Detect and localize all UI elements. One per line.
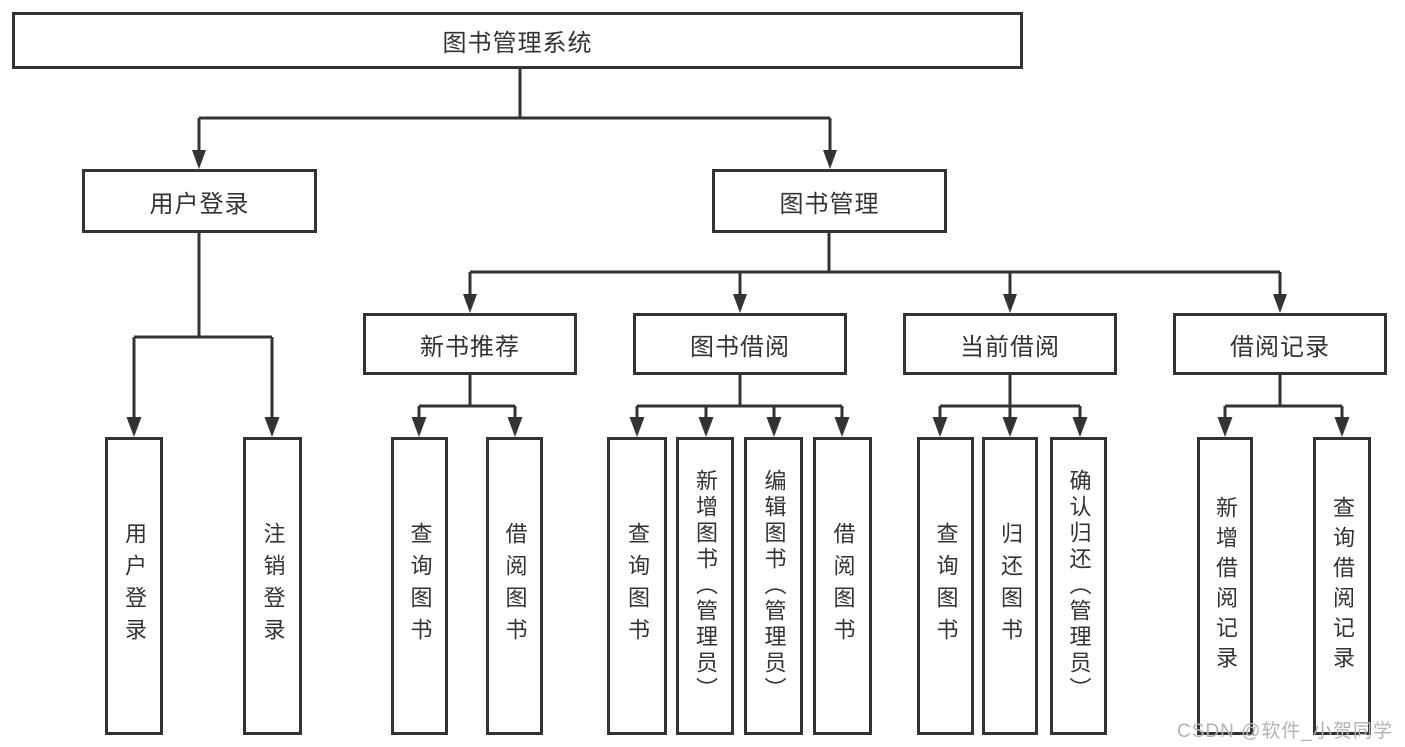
node-label: 编辑图书（管理员） — [761, 469, 787, 703]
arrow-down-icon — [932, 417, 948, 437]
node-label: 图书借阅 — [690, 333, 790, 361]
node-label: 借阅记录 — [1230, 333, 1330, 361]
node-label: 借阅图书 — [830, 522, 856, 650]
node-label: 当前借阅 — [960, 333, 1060, 361]
node-label: 查询借阅记录 — [1330, 496, 1355, 676]
node-label: 用户登录 — [149, 190, 250, 218]
node-label: 用户登录 — [122, 522, 147, 650]
arrow-down-icon — [733, 294, 747, 313]
node-label: 归还图书 — [998, 522, 1023, 650]
node-system-root: 图书管理系统 — [12, 12, 1023, 69]
node-book-management-module: 图书管理 — [712, 169, 947, 233]
node-records-add-record: 新增借阅记录 — [1197, 437, 1253, 735]
node-newbook-borrow-books: 借阅图书 — [486, 437, 543, 735]
node-borrowing-add-books-admin: 新增图书（管理员） — [676, 437, 734, 735]
edge-currentborrow-to-children — [938, 375, 1082, 420]
node-label: 借阅图书 — [502, 522, 528, 650]
arrowheads — [126, 150, 1350, 437]
node-book-borrowing: 图书借阅 — [633, 313, 847, 375]
node-current-query-books: 查询图书 — [917, 437, 974, 735]
node-user-login-module: 用户登录 — [82, 169, 317, 233]
arrow-down-icon — [192, 150, 206, 169]
arrow-down-icon — [411, 417, 427, 437]
edge-bookborrow-to-children — [635, 375, 844, 420]
arrow-down-icon — [1217, 417, 1233, 437]
node-logout-action: 注销登录 — [243, 437, 302, 735]
arrow-down-icon — [264, 417, 280, 437]
arrow-down-icon — [823, 150, 837, 169]
node-records-query-record: 查询借阅记录 — [1313, 437, 1371, 735]
edge-root-to-modules — [197, 69, 832, 152]
node-label: 新增图书（管理员） — [693, 469, 718, 703]
node-current-return-books: 归还图书 — [982, 437, 1038, 735]
arrow-down-icon — [698, 417, 714, 437]
edge-bookmgmt-to-submodules — [468, 233, 1282, 296]
arrow-down-icon — [1003, 294, 1017, 313]
arrow-down-icon — [126, 417, 142, 437]
node-current-borrowing: 当前借阅 — [903, 313, 1117, 375]
arrow-down-icon — [507, 417, 523, 437]
node-label: 图书管理系统 — [442, 30, 593, 57]
node-label: 图书管理 — [779, 190, 880, 218]
node-borrowing-edit-books-admin: 编辑图书（管理员） — [744, 437, 803, 735]
node-new-book-recommend: 新书推荐 — [363, 313, 577, 375]
node-label: 确认归还（管理员） — [1066, 469, 1092, 703]
arrow-down-icon — [834, 417, 850, 437]
node-borrowing-query-books: 查询图书 — [607, 437, 667, 735]
node-borrowing-borrow-books: 借阅图书 — [813, 437, 872, 735]
arrow-down-icon — [1072, 417, 1088, 437]
edge-userlogin-to-children — [132, 233, 274, 420]
arrow-down-icon — [1334, 417, 1350, 437]
node-label: 新增借阅记录 — [1213, 496, 1238, 676]
node-label: 新书推荐 — [420, 333, 520, 361]
node-borrowing-records: 借阅记录 — [1173, 313, 1387, 375]
edge-records-to-children — [1223, 375, 1344, 420]
node-user-login-action: 用户登录 — [105, 437, 163, 735]
node-label: 查询图书 — [625, 522, 650, 650]
node-newbook-query-books: 查询图书 — [391, 437, 448, 735]
arrow-down-icon — [766, 417, 782, 437]
node-current-confirm-return-admin: 确认归还（管理员） — [1050, 437, 1107, 735]
node-label: 查询图书 — [407, 522, 433, 650]
arrow-down-icon — [1002, 417, 1018, 437]
arrow-down-icon — [629, 417, 645, 437]
node-label: 注销登录 — [260, 522, 286, 650]
arrow-down-icon — [1273, 294, 1287, 313]
arrow-down-icon — [463, 294, 477, 313]
edge-newbook-to-children — [417, 375, 517, 420]
csdn-watermark: CSDN @软件_小贺同学 — [1177, 721, 1393, 742]
node-label: 查询图书 — [933, 522, 959, 650]
